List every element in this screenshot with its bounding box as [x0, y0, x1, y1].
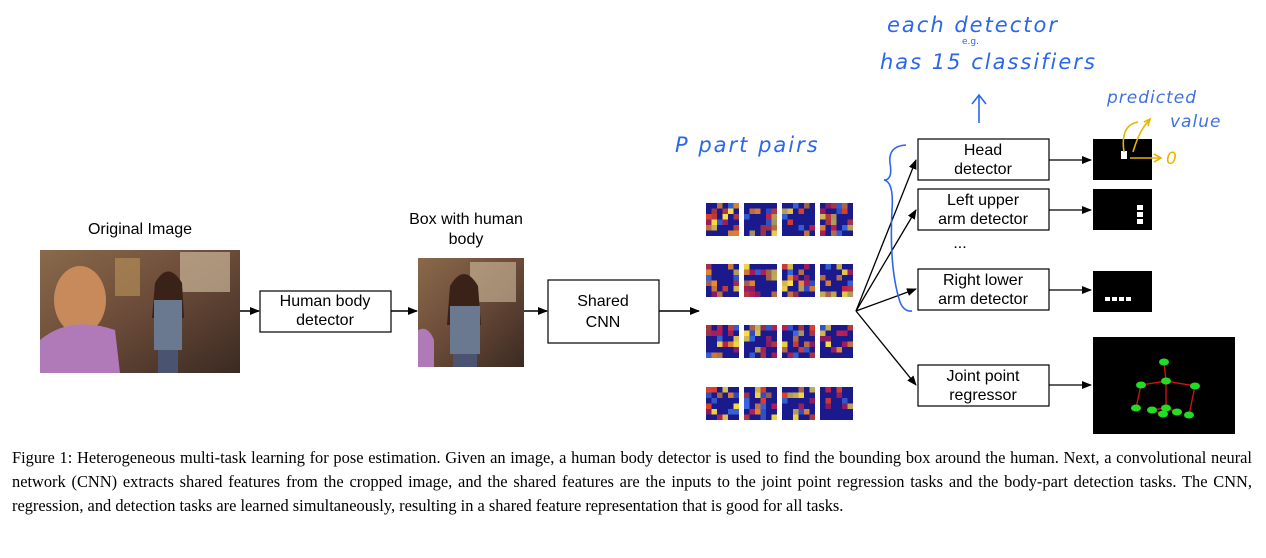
annotation-zero: 0 — [1166, 149, 1178, 169]
feature-map-tile — [782, 203, 815, 236]
left-upper-arm-detector-box: Left upper arm detector — [917, 188, 1050, 231]
human-body-detector-line1: Human body — [280, 293, 371, 310]
annotation-yellow-arrows — [1122, 117, 1163, 163]
feature-map-grid — [706, 203, 853, 420]
head-detector-line1: Head — [964, 142, 1002, 159]
feature-map-tile — [744, 387, 777, 420]
figure-caption: Figure 1: Heterogeneous multi-task learn… — [12, 448, 1252, 515]
annotation-has-15-classifiers: has 15 classifiers — [880, 50, 1097, 74]
feature-map-tile — [820, 325, 853, 358]
annotation-value: value — [1170, 112, 1221, 132]
fan-out-arrows — [855, 159, 917, 386]
human-body-detector-line2: detector — [296, 312, 354, 329]
annotation-each-detector: each detector — [887, 13, 1059, 37]
left-upper-arm-line2: arm detector — [938, 211, 1028, 228]
feature-map-tile — [706, 387, 739, 420]
feature-map-tile — [782, 325, 815, 358]
joint-regressor-line2: regressor — [949, 387, 1017, 404]
joint-point-regressor-box: Joint point regressor — [917, 364, 1050, 407]
human-body-detector-box: Human body detector — [259, 290, 392, 333]
pose-estimation-diagram: Original Image Human body detector Box w… — [40, 13, 1235, 434]
annotation-p-part-pairs: P part pairs — [675, 133, 820, 157]
feature-map-tile — [820, 203, 853, 236]
shared-cnn-box: Shared CNN — [547, 279, 660, 344]
annotation-predicted: predicted — [1106, 88, 1197, 108]
shared-cnn-line2: CNN — [586, 314, 621, 331]
feature-map-tile — [706, 325, 739, 358]
annotation-up-arrow — [971, 93, 987, 123]
left-upper-arm-output-map — [1093, 189, 1152, 230]
feature-map-tile — [744, 203, 777, 236]
original-photo — [40, 250, 240, 373]
shared-cnn-line1: Shared — [577, 293, 629, 310]
feature-map-tile — [744, 325, 777, 358]
output-arrows — [1049, 156, 1092, 389]
annotation-brace — [883, 144, 913, 312]
box-label-line2: body — [449, 231, 484, 248]
head-detector-line2: detector — [954, 161, 1012, 178]
feature-map-tile — [706, 264, 739, 297]
right-lower-arm-detector-box: Right lower arm detector — [917, 268, 1050, 311]
joint-regressor-line1: Joint point — [947, 368, 1020, 385]
feature-map-tile — [820, 264, 853, 297]
head-output-map — [1093, 139, 1152, 180]
feature-map-tile — [820, 387, 853, 420]
feature-map-tile — [744, 264, 777, 297]
cropped-photo — [418, 258, 524, 367]
head-detector-box: Head detector — [917, 138, 1050, 181]
original-image-label: Original Image — [88, 221, 192, 238]
right-lower-arm-line2: arm detector — [938, 291, 1028, 308]
feature-map-tile — [782, 264, 815, 297]
detector-ellipsis: ... — [953, 235, 966, 252]
feature-map-tile — [782, 387, 815, 420]
right-lower-arm-output-map — [1093, 271, 1152, 312]
right-lower-arm-line1: Right lower — [943, 272, 1024, 289]
feature-map-tile — [706, 203, 739, 236]
left-upper-arm-line1: Left upper — [947, 192, 1020, 209]
skeleton-output-map — [1093, 337, 1235, 434]
box-label-line1: Box with human — [409, 211, 523, 228]
annotation-eg: e.g. — [962, 37, 979, 47]
